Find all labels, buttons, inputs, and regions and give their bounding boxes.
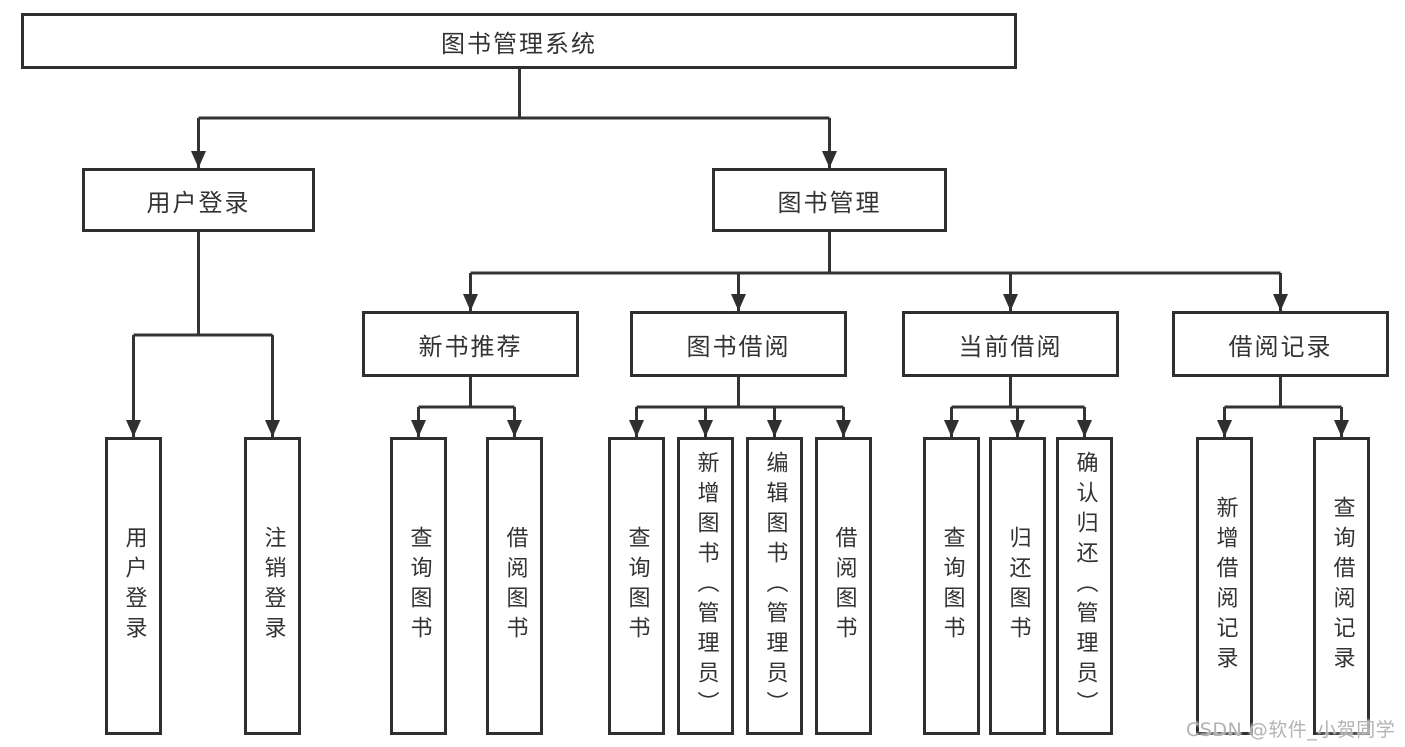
node-borrow-records: 借阅记录 xyxy=(1172,311,1389,377)
node-leaf-logout: 注销登录 xyxy=(244,437,301,735)
watermark-csdn: CSDN @软件_小贺同学 xyxy=(1186,719,1396,741)
node-label: 新书推荐 xyxy=(418,332,523,361)
node-label: 编辑图书（管理员） xyxy=(762,451,788,721)
node-current-borrow: 当前借阅 xyxy=(902,311,1119,377)
node-leaf-query-borrow-record: 查询借阅记录 xyxy=(1313,437,1370,735)
connector-new-book-recommend-children xyxy=(411,377,522,437)
node-label: 图书借阅 xyxy=(686,332,791,361)
connector-book-borrow-children xyxy=(629,377,851,437)
node-leaf-add-books-admin: 新增图书（管理员） xyxy=(677,437,734,735)
node-label: 确认归还（管理员） xyxy=(1072,451,1098,721)
node-label: 当前借阅 xyxy=(958,332,1063,361)
node-leaf-query-books-recommend: 查询图书 xyxy=(390,437,447,735)
node-book-borrow: 图书借阅 xyxy=(630,311,847,377)
node-book-management: 图书管理 xyxy=(712,168,947,232)
connector-rail xyxy=(470,232,1281,275)
node-label: 借阅图书 xyxy=(502,526,528,646)
connector-root-to-level2 xyxy=(191,69,837,168)
connector-rail xyxy=(951,377,1085,409)
connector-borrow-records-children xyxy=(1217,377,1349,437)
node-label: 查询图书 xyxy=(939,526,965,646)
node-label: 借阅图书 xyxy=(831,526,857,646)
node-label: 归还图书 xyxy=(1005,526,1031,646)
node-leaf-user-login: 用户登录 xyxy=(105,437,162,735)
connector-rail xyxy=(636,377,844,409)
node-leaf-edit-books-admin: 编辑图书（管理员） xyxy=(746,437,803,735)
connector-current-borrow-children xyxy=(944,377,1092,437)
node-label: 查询借阅记录 xyxy=(1329,496,1355,676)
node-label: 新增借阅记录 xyxy=(1212,496,1238,676)
connector-rail xyxy=(198,69,830,120)
connector-rail xyxy=(418,377,515,409)
node-leaf-add-borrow-record: 新增借阅记录 xyxy=(1196,437,1253,735)
node-new-book-recommend: 新书推荐 xyxy=(362,311,579,377)
node-label: 注销登录 xyxy=(260,526,286,646)
node-leaf-borrow-books-recommend: 借阅图书 xyxy=(486,437,543,735)
node-label: 查询图书 xyxy=(406,526,432,646)
connector-book-management-children xyxy=(463,232,1288,311)
node-label: 新增图书（管理员） xyxy=(693,451,719,721)
node-label: 用户登录 xyxy=(121,526,147,646)
node-leaf-query-books-current: 查询图书 xyxy=(923,437,980,735)
node-leaf-return-books: 归还图书 xyxy=(989,437,1046,735)
connector-user-login-children xyxy=(126,232,280,437)
connector-rail xyxy=(133,232,273,337)
node-label: 图书管理 xyxy=(777,188,882,217)
node-library-system: 图书管理系统 xyxy=(21,13,1017,69)
node-label: 图书管理系统 xyxy=(441,29,597,58)
node-label: 用户登录 xyxy=(146,188,251,217)
connector-rail xyxy=(1224,377,1342,409)
node-leaf-borrow-books: 借阅图书 xyxy=(815,437,872,735)
node-user-login: 用户登录 xyxy=(82,168,315,232)
node-leaf-confirm-return-admin: 确认归还（管理员） xyxy=(1056,437,1113,735)
node-leaf-query-books-borrow: 查询图书 xyxy=(608,437,665,735)
node-label: 查询图书 xyxy=(624,526,650,646)
node-label: 借阅记录 xyxy=(1228,332,1333,361)
